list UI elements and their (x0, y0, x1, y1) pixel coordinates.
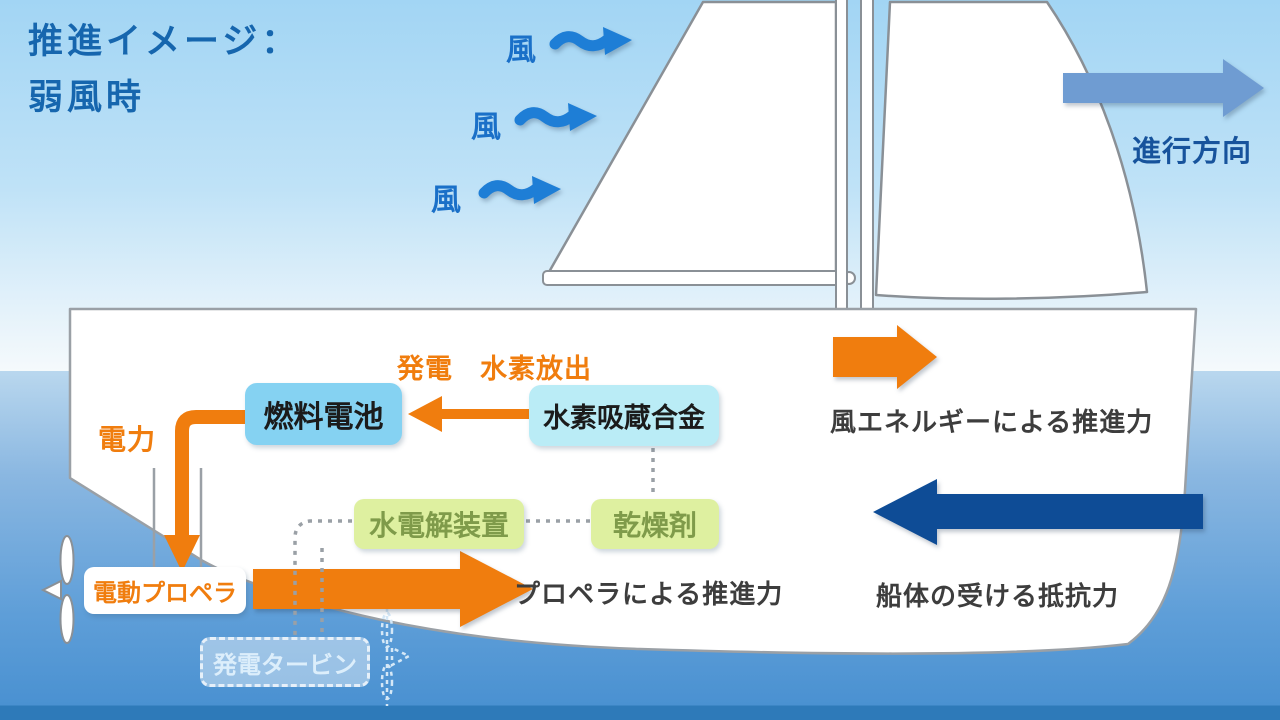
desiccant-box: 乾燥剤 (591, 499, 719, 549)
propeller-thrust-arrow (253, 551, 533, 627)
direction-label: 進行方向 (1132, 136, 1253, 168)
ghost-turbine-blade-bottom (380, 663, 394, 701)
main-sail (874, 0, 1149, 301)
ghost-turbine-hub (390, 646, 412, 668)
fuel-cell-box: 燃料電池 (245, 383, 402, 445)
wind-arrow-1 (549, 27, 632, 55)
propeller-bottom-blade (59, 594, 75, 644)
turbine-box: 発電タービン (200, 637, 370, 687)
boom (542, 270, 846, 286)
wind-thrust-arrow (833, 325, 937, 389)
hydrogen-alloy-box: 水素吸蔵合金 (529, 385, 719, 446)
page-title-line2: 弱風時 (28, 78, 146, 117)
wind-arrow-3 (478, 176, 561, 204)
power-pipe (164, 410, 247, 572)
fuel-cell-label: 燃料電池 (263, 401, 384, 434)
hull-resistance-label: 船体の受ける抵抗力 (876, 581, 1120, 611)
electric-propeller-box: 電動プロペラ (84, 567, 246, 614)
desiccant-label: 乾燥剤 (612, 510, 697, 541)
turbine-label: 発電タービン (213, 651, 357, 679)
electric-propeller-label: 電動プロペラ (93, 580, 237, 607)
electric-power-label: 電力 (98, 424, 157, 455)
resistance-arrow (873, 479, 1203, 545)
wind-thrust-label: 風エネルギーによる推進力 (830, 407, 1154, 437)
propeller-hub (40, 579, 62, 601)
rear-mast (860, 0, 874, 311)
hydrogen-flow-arrow (408, 396, 530, 432)
electrolyzer-box: 水電解装置 (354, 499, 524, 549)
page-title-line1: 推進イメージ： (28, 22, 301, 61)
generation-label: 発電 (397, 354, 453, 384)
propeller-thrust-label: プロペラによる推進力 (514, 579, 784, 609)
page-title: 推進イメージ： 弱風時 (28, 14, 300, 126)
wind-arrow-2 (514, 103, 597, 131)
hydrogen-alloy-label: 水素吸蔵合金 (543, 403, 705, 433)
propeller-top-blade (59, 535, 75, 585)
connector-electrolyzer-turbine (293, 519, 352, 637)
power-pipe-arrowhead (164, 535, 200, 572)
wind-label-3: 風 (431, 184, 461, 217)
front-mast (835, 0, 848, 311)
wind-label-2: 風 (471, 111, 501, 144)
hydrogen-release-label: 水素放出 (480, 354, 592, 384)
wind-label-1: 風 (506, 34, 536, 67)
direction-arrow (1063, 59, 1264, 117)
electrolyzer-label: 水電解装置 (368, 510, 509, 541)
ghost-turbine-blade-top (380, 611, 394, 649)
